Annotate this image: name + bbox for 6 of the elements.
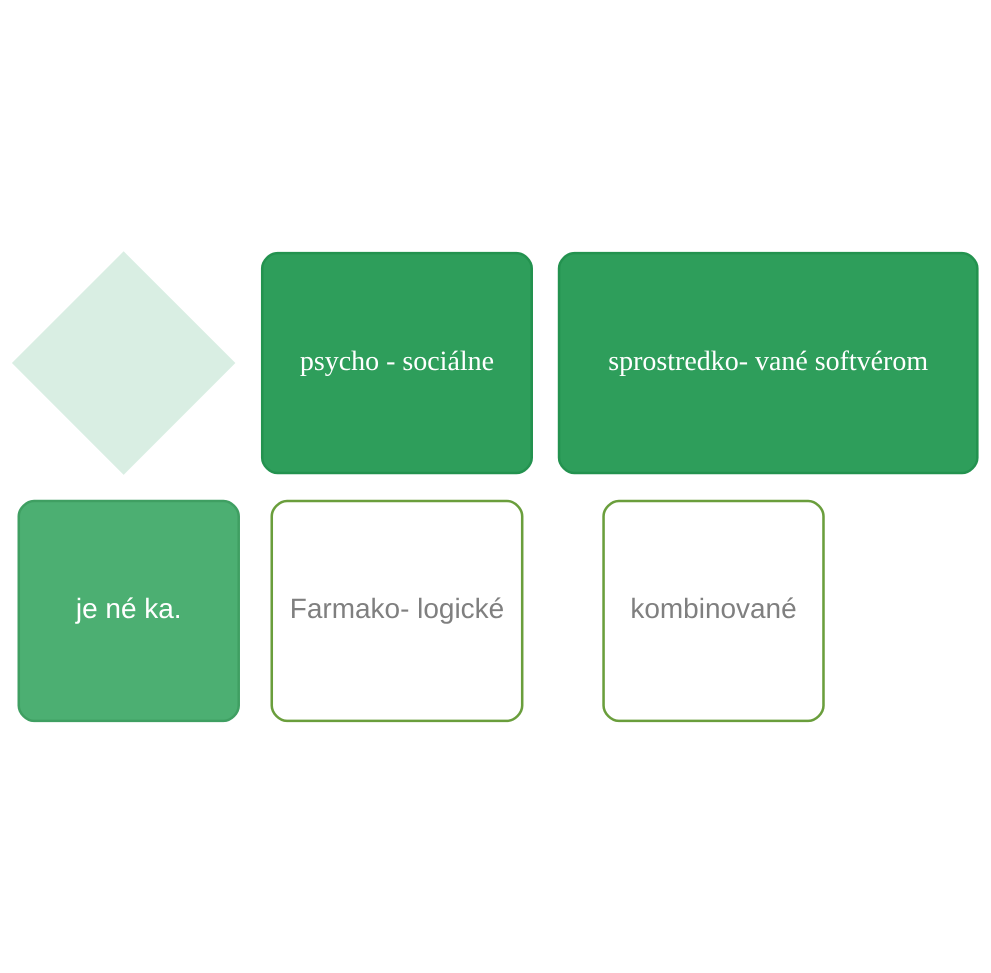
node-box: kombinované	[602, 499, 825, 722]
node-box: sprostredko- vané softvérom	[558, 251, 979, 474]
node-box: Farmako- logické	[270, 499, 524, 722]
node-box: je né ka.	[18, 499, 240, 722]
node-diamond	[12, 250, 236, 474]
node-box: psycho - sociálne	[260, 251, 533, 474]
